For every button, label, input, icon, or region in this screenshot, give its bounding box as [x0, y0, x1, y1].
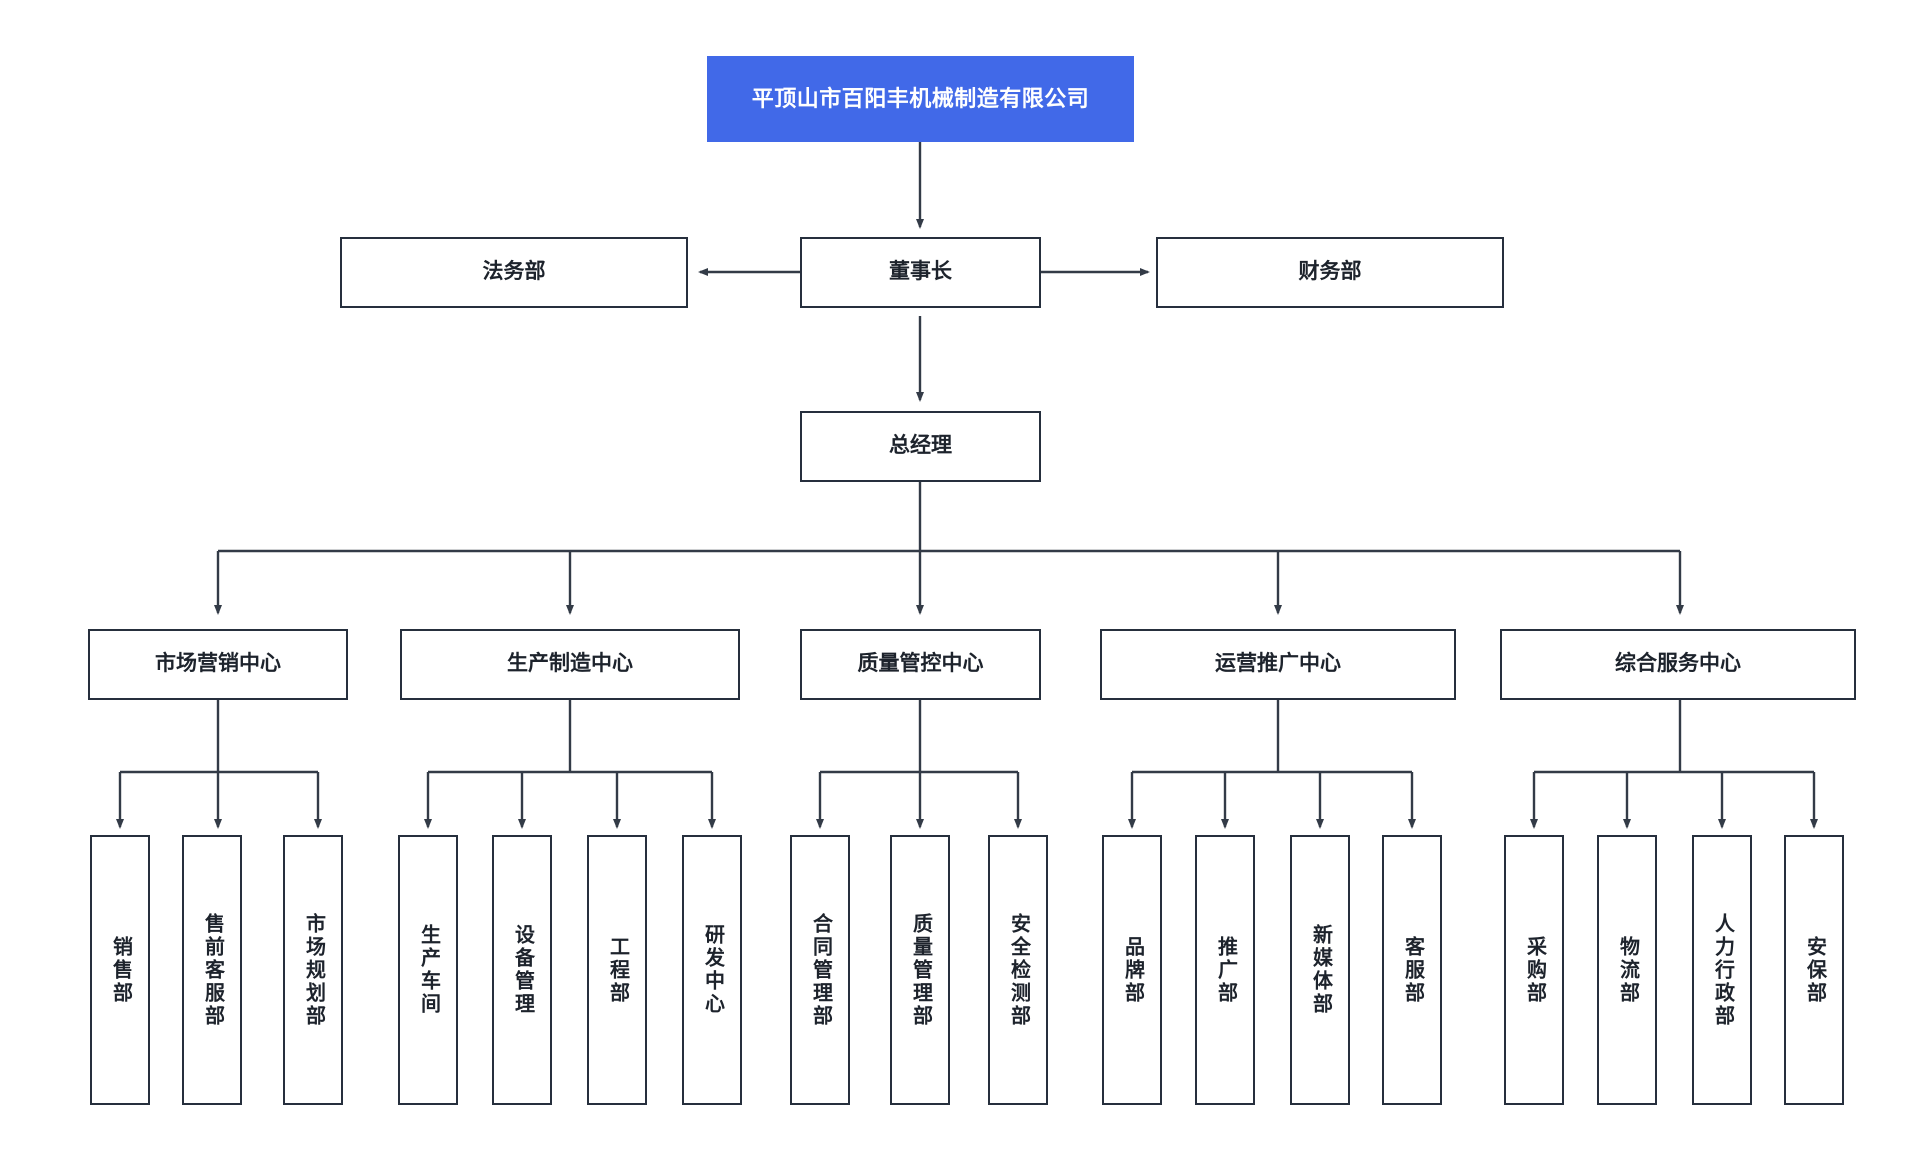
- node-label: 研发中心: [701, 924, 724, 1016]
- node-engineering-department[interactable]: 工程部: [587, 835, 647, 1105]
- node-label: 平顶山市百阳丰机械制造有限公司: [751, 86, 1090, 112]
- node-sales-department[interactable]: 销售部: [90, 835, 150, 1105]
- node-label: 总经理: [889, 434, 952, 458]
- node-label: 新媒体部: [1309, 924, 1332, 1016]
- node-label: 设备管理: [511, 924, 534, 1016]
- node-customer-service-department[interactable]: 客服部: [1382, 835, 1442, 1105]
- node-new-media-department[interactable]: 新媒体部: [1290, 835, 1350, 1105]
- node-label: 生产车间: [417, 924, 440, 1016]
- node-label: 质量管控中心: [857, 652, 984, 676]
- node-label: 售前客服部: [201, 912, 224, 1028]
- node-company-root[interactable]: 平顶山市百阳丰机械制造有限公司: [707, 56, 1134, 142]
- node-rnd-center[interactable]: 研发中心: [682, 835, 742, 1105]
- node-center-manufacturing[interactable]: 生产制造中心: [400, 629, 740, 700]
- node-label: 财务部: [1298, 260, 1362, 284]
- node-label: 工程部: [606, 935, 629, 1005]
- node-logistics-department[interactable]: 物流部: [1597, 835, 1657, 1105]
- node-label: 安保部: [1803, 935, 1826, 1005]
- node-presales-service-department[interactable]: 售前客服部: [182, 835, 242, 1105]
- node-brand-department[interactable]: 品牌部: [1102, 835, 1162, 1105]
- node-label: 运营推广中心: [1215, 652, 1341, 676]
- node-chairman[interactable]: 董事长: [800, 237, 1041, 308]
- node-production-workshop[interactable]: 生产车间: [398, 835, 458, 1105]
- node-center-general-services[interactable]: 综合服务中心: [1500, 629, 1856, 700]
- node-label: 市场规划部: [302, 912, 325, 1028]
- node-label: 采购部: [1523, 935, 1546, 1005]
- node-finance-department[interactable]: 财务部: [1156, 237, 1504, 308]
- node-market-planning-department[interactable]: 市场规划部: [283, 835, 343, 1105]
- node-label: 品牌部: [1121, 935, 1144, 1005]
- node-label: 董事长: [889, 260, 952, 284]
- node-label: 市场营销中心: [155, 652, 281, 676]
- node-safety-inspection-department[interactable]: 安全检测部: [988, 835, 1048, 1105]
- node-label: 安全检测部: [1007, 912, 1030, 1028]
- node-label: 质量管理部: [909, 912, 932, 1028]
- node-label: 生产制造中心: [507, 652, 633, 676]
- node-procurement-department[interactable]: 采购部: [1504, 835, 1564, 1105]
- node-center-operations[interactable]: 运营推广中心: [1100, 629, 1456, 700]
- node-promotion-department[interactable]: 推广部: [1195, 835, 1255, 1105]
- node-label: 法务部: [482, 260, 546, 284]
- node-label: 物流部: [1616, 935, 1639, 1005]
- node-label: 综合服务中心: [1615, 652, 1741, 676]
- node-security-department[interactable]: 安保部: [1784, 835, 1844, 1105]
- node-center-quality[interactable]: 质量管控中心: [800, 629, 1041, 700]
- node-label: 客服部: [1401, 935, 1424, 1005]
- node-contract-management-department[interactable]: 合同管理部: [790, 835, 850, 1105]
- node-label: 销售部: [109, 935, 132, 1005]
- node-label: 人力行政部: [1711, 912, 1734, 1028]
- node-label: 推广部: [1214, 935, 1237, 1005]
- node-hr-administration-department[interactable]: 人力行政部: [1692, 835, 1752, 1105]
- node-label: 合同管理部: [809, 912, 832, 1028]
- node-center-marketing[interactable]: 市场营销中心: [88, 629, 348, 700]
- node-equipment-management[interactable]: 设备管理: [492, 835, 552, 1105]
- node-legal-department[interactable]: 法务部: [340, 237, 688, 308]
- node-quality-management-department[interactable]: 质量管理部: [890, 835, 950, 1105]
- node-general-manager[interactable]: 总经理: [800, 411, 1041, 482]
